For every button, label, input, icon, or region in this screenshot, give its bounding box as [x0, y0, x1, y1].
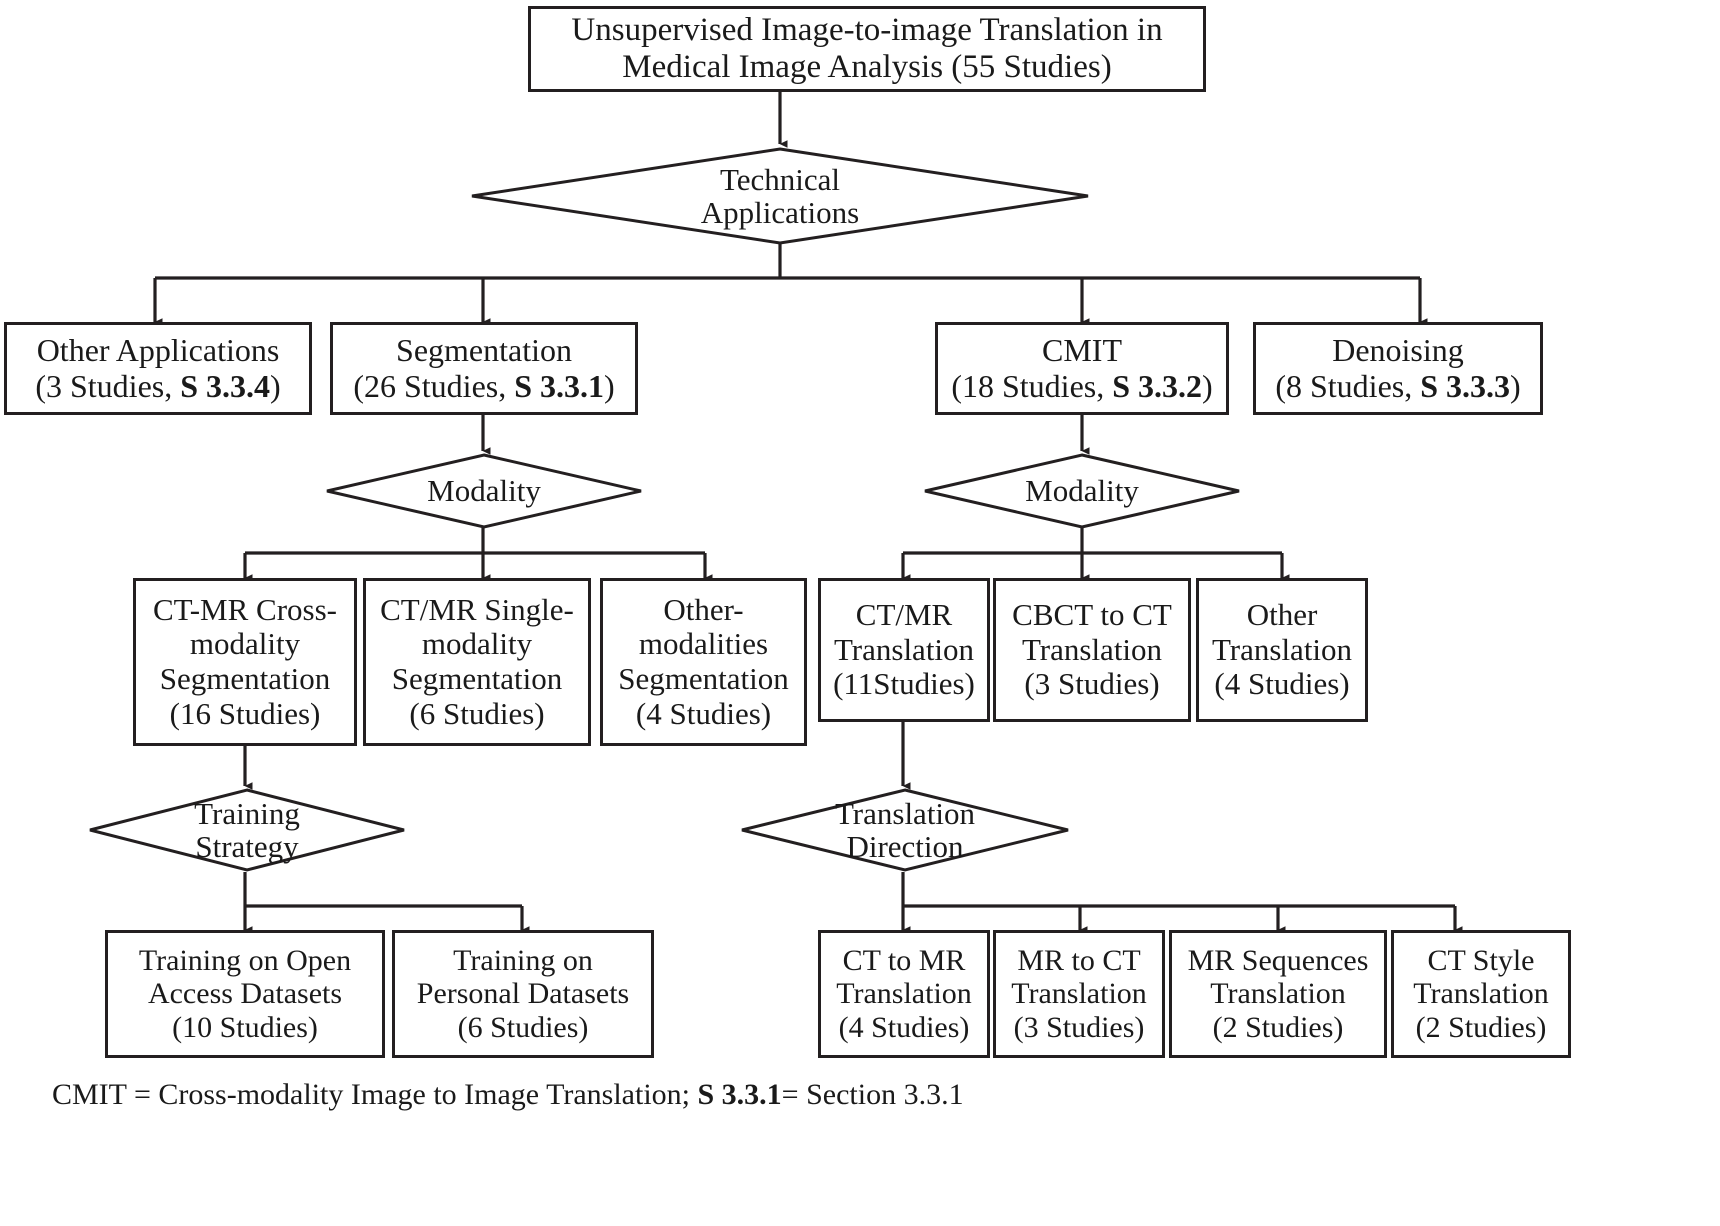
line-4: (4 Studies) [635, 695, 772, 731]
node-other-modalities-segmentation: Other- modalities Segmentation (4 Studie… [600, 578, 807, 746]
node-denoising-count: (8 Studies, S 3.3.3) [1275, 367, 1521, 404]
node-other-applications-count: (3 Studies, S 3.3.4) [35, 367, 281, 404]
line-1: CT-MR Cross- [152, 591, 338, 627]
line-1: Other [1246, 596, 1318, 632]
node-segmentation: Segmentation (26 Studies, S 3.3.1) [330, 322, 638, 415]
node-ct-style-translation: CT Style Translation (2 Studies) [1391, 930, 1571, 1058]
line-1: Training on Open [138, 943, 352, 977]
node-cmit: CMIT (18 Studies, S 3.3.2) [935, 322, 1229, 415]
line-2: Translation [1211, 631, 1353, 667]
decision-training-strategy-line-2: Strategy [195, 829, 299, 864]
node-other-applications: Other Applications (3 Studies, S 3.3.4) [4, 322, 312, 415]
line-3: Segmentation [618, 661, 789, 696]
node-title-line-1: Unsupervised Image-to-image Translation … [571, 12, 1163, 49]
line-1: CT Style [1427, 943, 1535, 977]
diamond-shape [923, 453, 1241, 529]
line-3: (6 Studies) [457, 1010, 589, 1044]
node-ct-mr-translation: CT/MR Translation (11Studies) [818, 578, 990, 722]
line-2: Translation [1011, 977, 1147, 1011]
decision-training-strategy: Training Strategy [88, 788, 406, 872]
line-3: (3 Studies) [1024, 666, 1160, 702]
line-1: CT/MR [855, 596, 953, 632]
node-mr-sequences-translation: MR Sequences Translation (2 Studies) [1169, 930, 1387, 1058]
node-segmentation-count: (26 Studies, S 3.3.1) [353, 367, 615, 404]
decision-modality-right: Modality [923, 453, 1241, 529]
node-training-on-personal-datasets: Training on Personal Datasets (6 Studies… [392, 930, 654, 1058]
node-ct-mr-cross-modality-segmentation: CT-MR Cross- modality Segmentation (16 S… [133, 578, 357, 746]
legend-bold: S 3.3.1 [697, 1078, 782, 1111]
line-2: Translation [833, 631, 975, 667]
line-1: CBCT to CT [1012, 596, 1172, 632]
line-4: (16 Studies) [169, 695, 321, 731]
line-2: modalities [638, 626, 769, 662]
line-3: (2 Studies) [1415, 1010, 1547, 1044]
node-other-applications-label: Other Applications [36, 331, 280, 368]
node-denoising-label: Denoising [1332, 331, 1464, 368]
node-cmit-label: CMIT [1042, 331, 1122, 368]
decision-translation-direction: Translation Direction [740, 788, 1070, 872]
line-1: Other- [663, 591, 744, 627]
line-2: Translation [1413, 977, 1549, 1011]
line-3: (10 Studies) [172, 1010, 318, 1044]
line-3: Segmentation [159, 661, 331, 696]
line-3: (11Studies) [833, 666, 975, 702]
line-1: CT/MR Single- [380, 591, 574, 627]
node-title: Unsupervised Image-to-image Translation … [528, 6, 1206, 92]
decision-technical-applications-line-2: Applications [700, 195, 860, 230]
line-2: Translation [1021, 631, 1163, 667]
decision-modality-left-label: Modality [427, 473, 541, 509]
node-training-on-open-access-datasets: Training on Open Access Datasets (10 Stu… [105, 930, 385, 1058]
node-segmentation-label: Segmentation [396, 331, 572, 368]
line-1: CT to MR [842, 943, 966, 977]
line-1: MR to CT [1017, 943, 1141, 977]
node-cmit-count: (18 Studies, S 3.3.2) [951, 367, 1213, 404]
line-2: Access Datasets [147, 977, 343, 1011]
line-2: modality [189, 626, 301, 662]
decision-translation-direction-line-1: Translation [834, 795, 976, 831]
decision-modality-right-label: Modality [1025, 473, 1139, 509]
decision-training-strategy-line-1: Training [194, 795, 300, 831]
line-3: (2 Studies) [1212, 1010, 1344, 1044]
line-3: Segmentation [391, 661, 563, 696]
legend-part-1: CMIT = Cross-modality Image to Image Tra… [52, 1078, 698, 1111]
diamond-shape [88, 788, 406, 872]
line-2: Personal Datasets [416, 977, 630, 1011]
node-ct-mr-single-modality-segmentation: CT/MR Single- modality Segmentation (6 S… [363, 578, 591, 746]
node-ct-to-mr-translation: CT to MR Translation (4 Studies) [818, 930, 990, 1058]
line-1: MR Sequences [1187, 943, 1369, 977]
line-3: (4 Studies) [838, 1010, 970, 1044]
node-title-line-2: Medical Image Analysis (55 Studies) [622, 49, 1112, 85]
decision-technical-applications: Technical Applications [470, 147, 1090, 245]
line-1: Training on [453, 943, 593, 977]
node-cbct-to-ct-translation: CBCT to CT Translation (3 Studies) [993, 578, 1191, 722]
line-2: Translation [836, 977, 972, 1011]
decision-modality-left: Modality [325, 453, 643, 529]
decision-translation-direction-line-2: Direction [846, 829, 964, 864]
node-mr-to-ct-translation: MR to CT Translation (3 Studies) [993, 930, 1165, 1058]
line-2: Translation [1210, 977, 1346, 1011]
diamond-shape [325, 453, 643, 529]
legend-part-2: = Section 3.3.1 [781, 1078, 964, 1111]
node-denoising: Denoising (8 Studies, S 3.3.3) [1253, 322, 1543, 415]
legend-caption: CMIT = Cross-modality Image to Image Tra… [52, 1078, 964, 1112]
line-4: (6 Studies) [409, 695, 545, 731]
line-2: modality [421, 626, 533, 662]
diamond-shape [740, 788, 1070, 872]
line-3: (4 Studies) [1214, 666, 1350, 702]
node-other-translation: Other Translation (4 Studies) [1196, 578, 1368, 722]
decision-technical-applications-line-1: Technical [719, 161, 841, 197]
line-3: (3 Studies) [1013, 1010, 1145, 1044]
